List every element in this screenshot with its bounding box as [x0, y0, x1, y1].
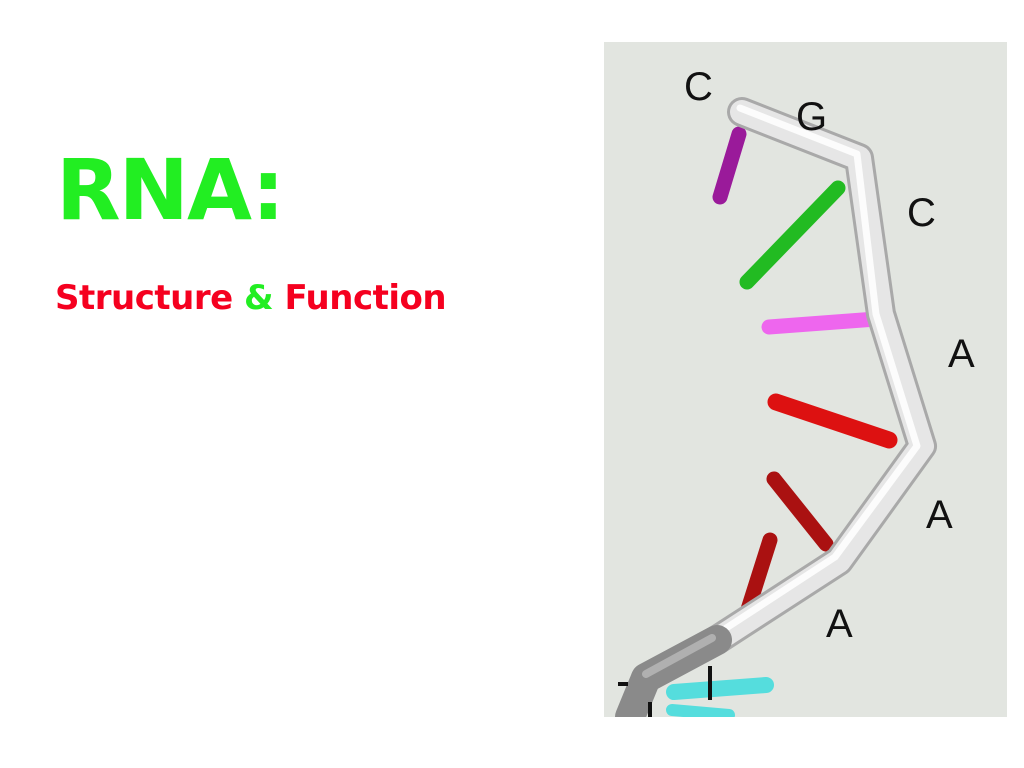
base-stick-cyan-1 — [666, 677, 774, 700]
slide-subtitle: Structure & Function — [55, 278, 447, 318]
subtitle-structure: Structure — [55, 278, 233, 318]
backbone-dark-tail-hl — [642, 634, 716, 678]
base-stick-c2 — [761, 311, 884, 335]
tail-mark-1 — [708, 666, 712, 700]
base-label-g: G — [796, 95, 827, 139]
base-stick-a1 — [767, 393, 898, 449]
base-stick-cyan-2 — [666, 704, 735, 717]
tail-mark-2 — [618, 682, 628, 686]
base-label-a2: A — [926, 493, 953, 537]
base-stick-a2 — [766, 471, 834, 552]
base-label-a1: A — [948, 332, 975, 376]
base-stick-c1 — [712, 126, 747, 205]
base-stick-g — [739, 180, 846, 290]
rna-strand-figure: C G C A A A — [604, 42, 1007, 717]
rna-strand-svg: C G C A A A — [615, 65, 975, 717]
base-label-a3: A — [826, 602, 853, 646]
slide-title: RNA: — [56, 141, 285, 239]
base-label-c2: C — [907, 191, 936, 235]
subtitle-ampersand: & — [244, 278, 274, 318]
base-label-c1: C — [684, 65, 713, 109]
tail-mark-3 — [648, 702, 652, 717]
subtitle-function: Function — [284, 278, 447, 318]
